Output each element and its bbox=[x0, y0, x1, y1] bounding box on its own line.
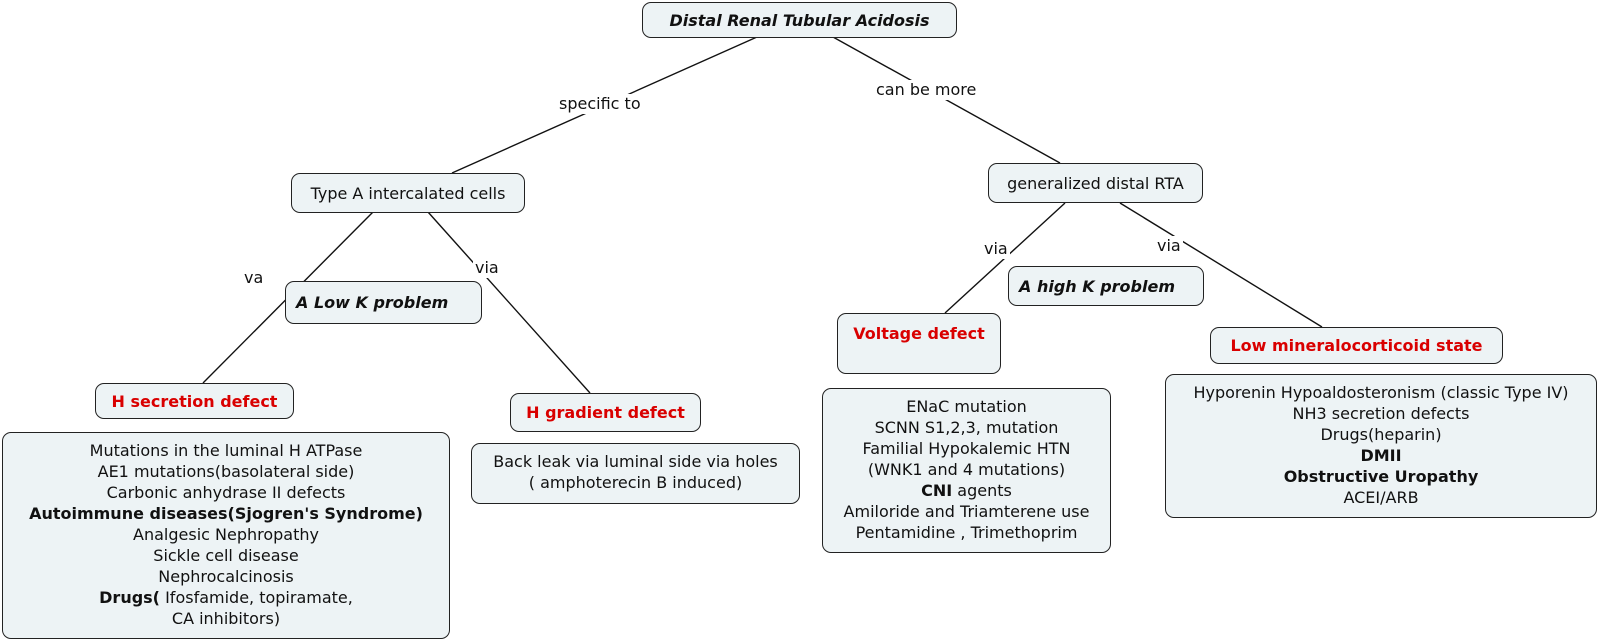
list-item: Drugs(heparin) bbox=[1320, 425, 1442, 444]
list-item: DMII bbox=[1360, 446, 1402, 465]
generalized-label: generalized distal RTA bbox=[1007, 173, 1184, 193]
list-item: Pentamidine , Trimethoprim bbox=[855, 523, 1078, 542]
voltage-label: Voltage defect bbox=[853, 324, 985, 343]
list-item: Autoimmune diseases(Sjogren's Syndrome) bbox=[29, 504, 423, 523]
list-item: ACEI/ARB bbox=[1343, 488, 1419, 507]
list-item: Drugs( Ifosfamide, topiramate, bbox=[3, 587, 449, 608]
root-node: Distal Renal Tubular Acidosis bbox=[642, 2, 957, 38]
node-low-k-problem: A Low K problem bbox=[285, 281, 482, 324]
node-type-a-intercalated-cells: Type A intercalated cells bbox=[291, 173, 525, 213]
node-h-gradient-defect: H gradient defect bbox=[510, 393, 701, 432]
list-item: Sickle cell disease bbox=[153, 546, 299, 565]
node-voltage-defect: Voltage defect bbox=[837, 313, 1001, 374]
label-via-left: via bbox=[473, 258, 501, 278]
h-gradient-details: Back leak via luminal side via holes ( a… bbox=[471, 443, 800, 504]
cni-label: CNI bbox=[921, 481, 953, 500]
list-item: NH3 secretion defects bbox=[1292, 404, 1470, 423]
link-type-a-h-gradient bbox=[427, 211, 591, 394]
list-item: Back leak via luminal side via holes bbox=[493, 452, 778, 471]
node-high-k-problem: A high K problem bbox=[1008, 266, 1204, 306]
node-generalized-distal-rta: generalized distal RTA bbox=[988, 163, 1203, 203]
voltage-details: ENaC mutation SCNN S1,2,3, mutation Fami… bbox=[822, 388, 1111, 553]
mineralo-details: Hyporenin Hypoaldosteronism (classic Typ… bbox=[1165, 374, 1597, 518]
list-item: (WNK1 and 4 mutations) bbox=[867, 460, 1066, 479]
list-item: ENaC mutation bbox=[906, 397, 1027, 416]
type-a-label: Type A intercalated cells bbox=[310, 183, 506, 203]
mineralo-label: Low mineralocorticoid state bbox=[1230, 336, 1483, 355]
drugs-label: Drugs( bbox=[99, 588, 160, 607]
list-item: Familial Hypokalemic HTN bbox=[862, 439, 1071, 458]
high-k-label: A high K problem bbox=[1019, 276, 1176, 296]
label-via-mineralo: via bbox=[1155, 236, 1183, 256]
link-root-generalized bbox=[832, 36, 1061, 164]
node-low-mineralocorticoid-state: Low mineralocorticoid state bbox=[1210, 327, 1503, 364]
node-h-secretion-defect: H secretion defect bbox=[95, 383, 294, 419]
list-item: Mutations in the luminal H ATPase bbox=[89, 441, 363, 460]
h-secretion-label: H secretion defect bbox=[111, 391, 278, 411]
list-item: Nephrocalcinosis bbox=[158, 567, 294, 586]
h-secretion-details: Mutations in the luminal H ATPase AE1 mu… bbox=[2, 432, 450, 639]
list-item: SCNN S1,2,3, mutation bbox=[874, 418, 1059, 437]
list-item: CNI agents bbox=[823, 480, 1110, 501]
list-item: Carbonic anhydrase II defects bbox=[106, 483, 346, 502]
low-k-label: A Low K problem bbox=[296, 293, 449, 312]
list-item: Analgesic Nephropathy bbox=[133, 525, 319, 544]
h-gradient-label: H gradient defect bbox=[526, 403, 685, 422]
root-title: Distal Renal Tubular Acidosis bbox=[669, 10, 930, 30]
list-item: Amiloride and Triamterene use bbox=[843, 502, 1090, 521]
label-specific-to: specific to bbox=[557, 94, 643, 114]
drugs-list: Ifosfamide, topiramate, bbox=[160, 588, 353, 607]
label-via-voltage: via bbox=[982, 239, 1010, 259]
label-va: va bbox=[242, 268, 266, 288]
link-generalized-mineralo bbox=[1119, 202, 1323, 328]
list-item: Obstructive Uropathy bbox=[1283, 467, 1479, 486]
list-item: Hyporenin Hypoaldosteronism (classic Typ… bbox=[1193, 383, 1569, 402]
list-item: ( amphoterecin B induced) bbox=[528, 473, 743, 492]
label-can-be-more: can be more bbox=[874, 80, 979, 100]
list-item: AE1 mutations(basolateral side) bbox=[97, 462, 355, 481]
cni-agents: agents bbox=[952, 481, 1012, 500]
list-item: CA inhibitors) bbox=[171, 609, 281, 628]
